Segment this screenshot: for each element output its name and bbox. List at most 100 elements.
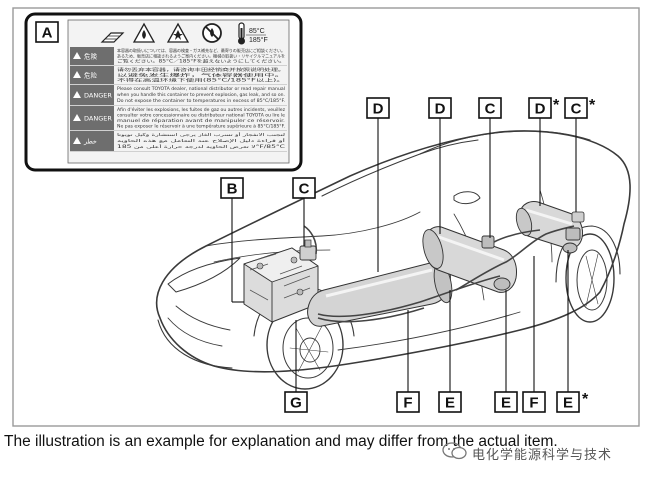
tank-valve-middle bbox=[493, 277, 511, 291]
warning-rows: 危険 本容器の取扱いについては、容器の検査・ガス補充など、最寄りの販売店にご相談く… bbox=[70, 47, 287, 152]
callout-c-engine-box: C bbox=[292, 177, 316, 199]
car-grille bbox=[167, 305, 231, 347]
callout-d-rear: D bbox=[535, 101, 546, 118]
callout-e-left-box: E bbox=[438, 391, 462, 413]
callout-e-left: E bbox=[445, 395, 455, 412]
warning-tag: 危险 bbox=[84, 71, 98, 80]
source-watermark: 电化学能源科学与技术 bbox=[442, 441, 642, 463]
warning-triangle-icon bbox=[73, 114, 81, 121]
wechat-icon bbox=[442, 442, 467, 460]
callout-c-mid: C bbox=[485, 101, 496, 118]
callout-f-right-box: F bbox=[522, 391, 546, 413]
callout-e-mid-box: E bbox=[494, 391, 518, 413]
car-hood-crease bbox=[213, 249, 331, 263]
inset-letter-box bbox=[35, 21, 59, 43]
warning-text-line: ご覧ください。85°C／185°Fを超えないようにしてください。 bbox=[117, 58, 285, 64]
callout-d-front-box: D bbox=[366, 97, 390, 119]
callout-g: G bbox=[290, 395, 302, 412]
warning-text-line: あるため、販売店に相談されるようご案内ください。機械の取扱い・リサイクルマニュア… bbox=[117, 52, 285, 58]
callout-c-rear: C bbox=[571, 101, 582, 118]
rear-wheel bbox=[565, 233, 615, 323]
warning-explosion-icon bbox=[166, 22, 190, 43]
car-headlight bbox=[167, 257, 241, 293]
warning-row: خطر لتجنب الانفجار أو تسرب الغاز يرجى است… bbox=[70, 131, 287, 152]
figure-caption: The illustration is an example for expla… bbox=[4, 433, 558, 450]
warning-tag-cell bbox=[70, 131, 114, 151]
warning-text-line: أو قراءة دليل الإصلاح عند التعامل مع هذه… bbox=[117, 138, 285, 144]
callout-c-rear-box: C bbox=[564, 97, 588, 119]
callout-e-mid: E bbox=[501, 395, 511, 412]
callout-f-left-box: F bbox=[396, 391, 420, 413]
warning-text-line: لا تعرض الحاوية لدرجة حرارة أعلى من 185°… bbox=[117, 144, 285, 149]
car-rocker-line bbox=[337, 311, 521, 351]
callout-d-mid-box: D bbox=[428, 97, 452, 119]
warning-fire-icon bbox=[132, 22, 156, 43]
warning-tag-cell bbox=[70, 47, 114, 65]
hydrogen-valve-middle bbox=[481, 235, 495, 249]
warning-triangle-icon bbox=[73, 52, 81, 59]
callout-c-rear-star: * bbox=[589, 97, 596, 114]
car-front-bumper bbox=[157, 319, 233, 369]
warning-tag: DANGER bbox=[84, 92, 112, 100]
leader-lines bbox=[231, 116, 577, 392]
warning-text-line: Afin d'éviter les explosions, les fuites… bbox=[117, 107, 285, 112]
callout-c-mid-box: C bbox=[478, 97, 502, 119]
warning-row: 危険 本容器の取扱いについては、容器の検査・ガス補充など、最寄りの販売店にご相談く… bbox=[70, 47, 287, 66]
no-fire-icon bbox=[202, 23, 222, 43]
callout-d-mid: D bbox=[435, 101, 446, 118]
callout-b-box: B bbox=[220, 177, 244, 199]
hydrogen-valve-rear bbox=[565, 211, 585, 241]
warning-row: DANGER Afin d'éviter les explosions, les … bbox=[70, 106, 287, 131]
warning-text-line: 本容器の取扱いについては、容器の検査・ガス補充など、最寄りの販売店にご相談くださ… bbox=[117, 47, 285, 53]
warning-text-line: consulter votre concessionnaire ou distr… bbox=[117, 113, 286, 118]
hydrogen-valve-front bbox=[299, 239, 317, 261]
warning-text-line: Do not expose the container to temperatu… bbox=[117, 98, 285, 103]
warning-tag: خطر bbox=[83, 138, 97, 146]
callout-e-right-box: E bbox=[556, 391, 580, 413]
warning-text-line: 请勿丢弃本容器，请咨询丰田经销商并按照说明处理。 bbox=[117, 66, 285, 72]
hydrogen-fuel-pipes bbox=[303, 225, 575, 323]
warning-text-line: 不得在高温环境下使用(85°C/185°F以上)。 bbox=[117, 77, 285, 83]
warning-row: DANGER Please consult TOYOTA dealer, nati… bbox=[70, 85, 287, 106]
warning-triangle-icon bbox=[73, 71, 81, 78]
callout-e-right-star: * bbox=[582, 391, 589, 408]
callout-d-rear-box: D bbox=[528, 97, 552, 119]
car-side-mirror bbox=[453, 191, 481, 205]
warning-text-line: when you handle this container to preven… bbox=[117, 92, 285, 97]
temperature-f: 185°F bbox=[249, 36, 268, 44]
warning-text-line: لتجنب الانفجار أو تسرب الغاز يرجى استشار… bbox=[117, 132, 285, 137]
car-hood-line bbox=[205, 211, 421, 247]
callout-g-box: G bbox=[284, 391, 308, 413]
warning-text-line: Please consult TOYOTA dealer, national d… bbox=[117, 86, 285, 91]
hydrogen-tank-middle bbox=[422, 226, 517, 293]
callout-f-left: F bbox=[403, 395, 412, 412]
inset-letter: A bbox=[42, 25, 53, 42]
warning-text-line: 以避免发生爆炸，气体容器使用中。 bbox=[117, 71, 285, 77]
car-roof-line bbox=[419, 130, 591, 155]
watermark-text: 电化学能源科学与技术 bbox=[472, 448, 613, 463]
temperature-c: 85°C bbox=[249, 27, 265, 35]
callout-b: B bbox=[227, 181, 238, 198]
warning-text-line: Ne pas exposer le réservoir à une tempér… bbox=[117, 124, 285, 129]
thermometer-icon bbox=[238, 22, 245, 45]
callout-c-engine: C bbox=[299, 181, 310, 198]
warning-tag: DANGER bbox=[84, 115, 112, 123]
tank-valve-rear bbox=[562, 242, 578, 254]
read-manual-icon bbox=[100, 32, 125, 43]
car-windshield bbox=[321, 139, 479, 197]
callout-e-right: E bbox=[563, 395, 573, 412]
warning-text-line: manuel de réparation avant de manipuler … bbox=[117, 118, 285, 123]
warning-tag: 危険 bbox=[84, 52, 98, 61]
warning-triangle-icon bbox=[73, 91, 81, 98]
callout-d-front: D bbox=[373, 101, 384, 118]
car-body-outline bbox=[155, 130, 631, 373]
warning-row: 危险 请勿丢弃本容器，请咨询丰田经销商并按照说明处理。以避免发生爆炸，气体容器使用… bbox=[70, 66, 287, 85]
callout-d-rear-star: * bbox=[553, 97, 560, 114]
warning-tag-cell bbox=[70, 66, 114, 84]
rear-wheel-arch bbox=[555, 225, 621, 283]
warning-tag-cell bbox=[70, 85, 114, 105]
callout-f-right: F bbox=[529, 395, 538, 412]
warning-triangle-icon bbox=[73, 137, 81, 144]
